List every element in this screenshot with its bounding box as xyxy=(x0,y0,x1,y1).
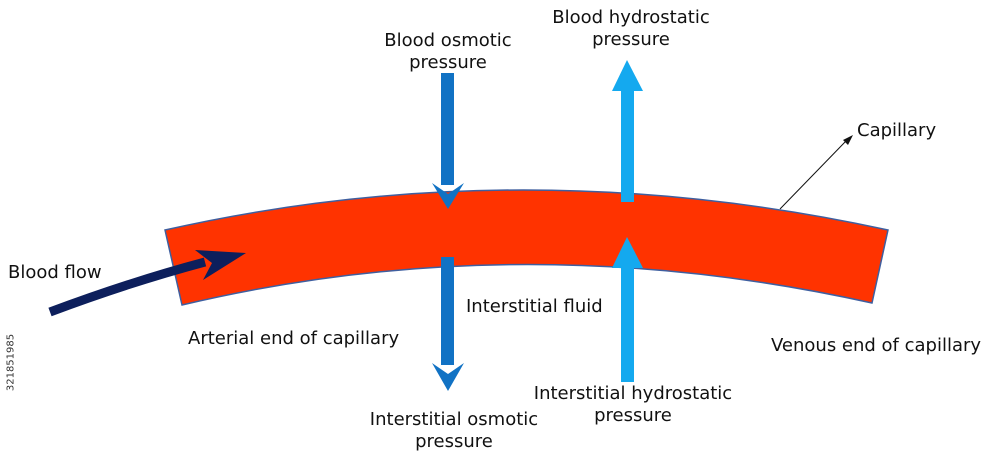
capillary-pointer-arrowhead xyxy=(843,135,853,145)
interstitial-hydrostatic-arrow-shaft xyxy=(621,266,634,382)
arterial-end-label: Arterial end of capillary xyxy=(188,328,400,349)
capillary-label: Capillary xyxy=(857,120,937,141)
blood-osmotic-label-line1: Blood osmotic xyxy=(384,30,512,51)
interstitial-osmotic-arrow-shaft xyxy=(441,257,454,365)
blood-osmotic-arrow-shaft xyxy=(441,73,454,185)
capillary-vessel xyxy=(164,189,889,306)
capillary-pointer-line xyxy=(779,140,847,210)
interstitial-osmotic-label-line2: pressure xyxy=(415,431,493,452)
blood-hydrostatic-label-line1: Blood hydrostatic xyxy=(552,7,710,28)
blood-osmotic-pressure-label: Blood osmotic pressure xyxy=(368,30,528,74)
interstitial-hydrostatic-arrowhead xyxy=(612,237,643,268)
interstitial-hydrostatic-label-line1: Interstitial hydrostatic xyxy=(533,383,733,404)
stock-id-text: 321851985 xyxy=(5,333,17,392)
stock-id-watermark: 321851985 xyxy=(3,305,17,425)
interstitial-osmotic-arrowhead xyxy=(432,363,464,391)
interstitial-hydrostatic-pressure-label: Interstitial hydrostatic pressure xyxy=(515,383,751,427)
blood-osmotic-arrowhead xyxy=(432,183,464,209)
interstitial-osmotic-label-line1: Interstitial osmotic xyxy=(369,409,539,430)
blood-flow-arrowhead xyxy=(195,250,246,280)
interstitial-osmotic-pressure-label: Interstitial osmotic pressure xyxy=(354,409,554,453)
interstitial-hydrostatic-label-line2: pressure xyxy=(594,405,672,426)
blood-hydrostatic-arrowhead xyxy=(612,60,643,91)
blood-osmotic-label-line2: pressure xyxy=(409,52,487,73)
blood-flow-label: Blood flow xyxy=(8,262,102,283)
blood-hydrostatic-label-line2: pressure xyxy=(592,29,670,50)
blood-hydrostatic-pressure-label: Blood hydrostatic pressure xyxy=(536,7,726,51)
venous-end-label: Venous end of capillary xyxy=(771,335,982,356)
interstitial-fluid-label: Interstitial fluid xyxy=(466,296,603,317)
blood-flow-arrow xyxy=(48,257,207,317)
blood-hydrostatic-arrow-shaft xyxy=(621,90,634,202)
